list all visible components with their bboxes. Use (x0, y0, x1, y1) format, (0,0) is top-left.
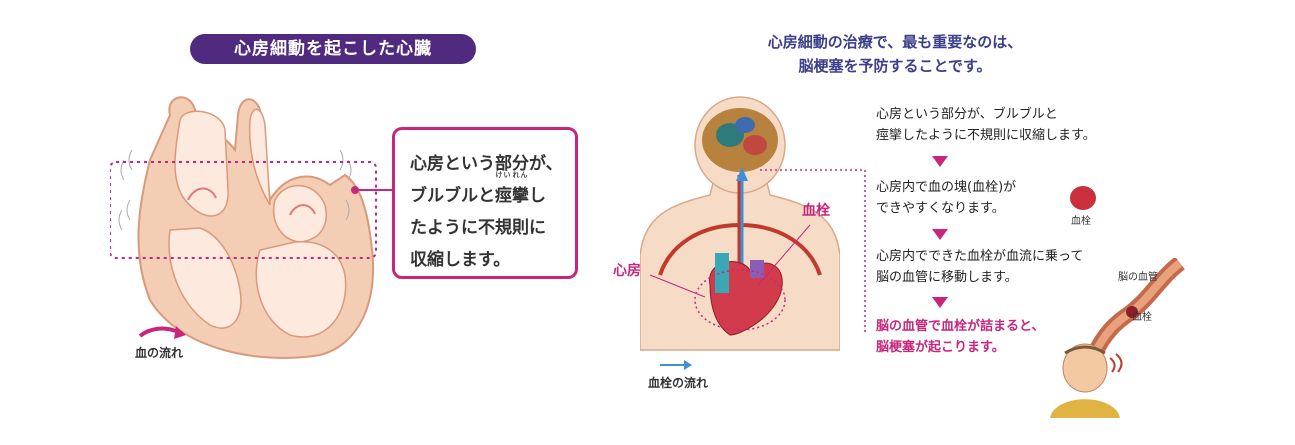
clot-flow-label: 血栓の流れ (648, 376, 709, 390)
callout-line-2: ブルブルとけい痙れん攣し (410, 171, 565, 212)
step-3: 心房内でできた血栓が血流に乗って 脳の血管に移動します。 (876, 246, 1083, 288)
callout-line-2-post: し (529, 186, 546, 206)
connector-dot (351, 186, 359, 194)
label-lines (649, 169, 866, 333)
callout-line-4: 収縮します。 (410, 250, 511, 270)
label-atrium: 心房 (613, 263, 641, 279)
blood-flow-label: 血の流れ (135, 346, 184, 360)
step-1-line-1: 心房という部分が、ブルブルと (876, 107, 1058, 122)
heart-illustration (110, 96, 377, 359)
right-title-line-1: 心房細動の治療で、最も重要なのは、 (767, 33, 1023, 51)
body-illustration (640, 96, 840, 351)
ruby-ren-base: 攣 (512, 186, 529, 206)
clot-icon-label: 血栓 (1071, 216, 1091, 227)
step-2-line-1: 心房内で血の塊(血栓)が (876, 180, 1017, 195)
clot-flow-arrow-head (684, 360, 692, 370)
step-3-line-1: 心房内でできた血栓が血流に乗って (876, 249, 1084, 264)
left-title-pill: 心房細動を起こした心臓 (190, 34, 476, 64)
step-1-line-2: 痙攣したように不規則に収縮します。 (876, 128, 1096, 143)
ruby-kei-reading: けい (495, 171, 512, 179)
step-4: 脳の血管で血栓が詰まると、 脳梗塞が起こります。 (876, 316, 1044, 358)
step-2-line-2: できやすくなります。 (876, 201, 1005, 216)
step-arrow-1 (932, 156, 948, 167)
callout-line-1: 心房という部分が、 (410, 154, 563, 174)
step-2: 心房内で血の塊(血栓)が できやすくなります。 (876, 177, 1016, 219)
vessel-person-illustration (1050, 258, 1186, 418)
step-4-line-2: 脳梗塞が起こります。 (876, 340, 1005, 355)
callout-line-3: たように不規則に (410, 218, 546, 238)
vessel-clot-label: 血栓 (1132, 312, 1152, 323)
ruby-ren: れん攣 (512, 171, 529, 212)
ruby-kei-base: 痙 (495, 186, 512, 206)
vessel-label: 脳の血管 (1118, 272, 1158, 283)
step-1: 心房という部分が、ブルブルと 痙攣したように不規則に収縮します。 (876, 104, 1096, 146)
ruby-ren-reading: れん (512, 171, 529, 179)
right-title-line-2: 脳梗塞を予防することです。 (798, 57, 992, 75)
step-arrow-3 (932, 297, 948, 308)
clot-icon (1070, 186, 1096, 210)
step-arrow-2 (932, 229, 948, 240)
step-4-line-1: 脳の血管で血栓が詰まると、 (876, 319, 1045, 334)
label-clot: 血栓 (802, 203, 830, 219)
clot-flow-arrow-line (660, 364, 686, 366)
connector-line (359, 189, 392, 191)
callout-line-2-pre: ブルブルと (410, 186, 495, 206)
right-title: 心房細動の治療で、最も重要なのは、 脳梗塞を予防することです。 (700, 30, 1090, 78)
callout-box: 心房という部分が、 ブルブルとけい痙れん攣し たように不規則に 収縮します。 (392, 127, 578, 279)
ruby-kei: けい痙 (495, 171, 512, 212)
step-3-line-2: 脳の血管に移動します。 (876, 270, 1018, 285)
